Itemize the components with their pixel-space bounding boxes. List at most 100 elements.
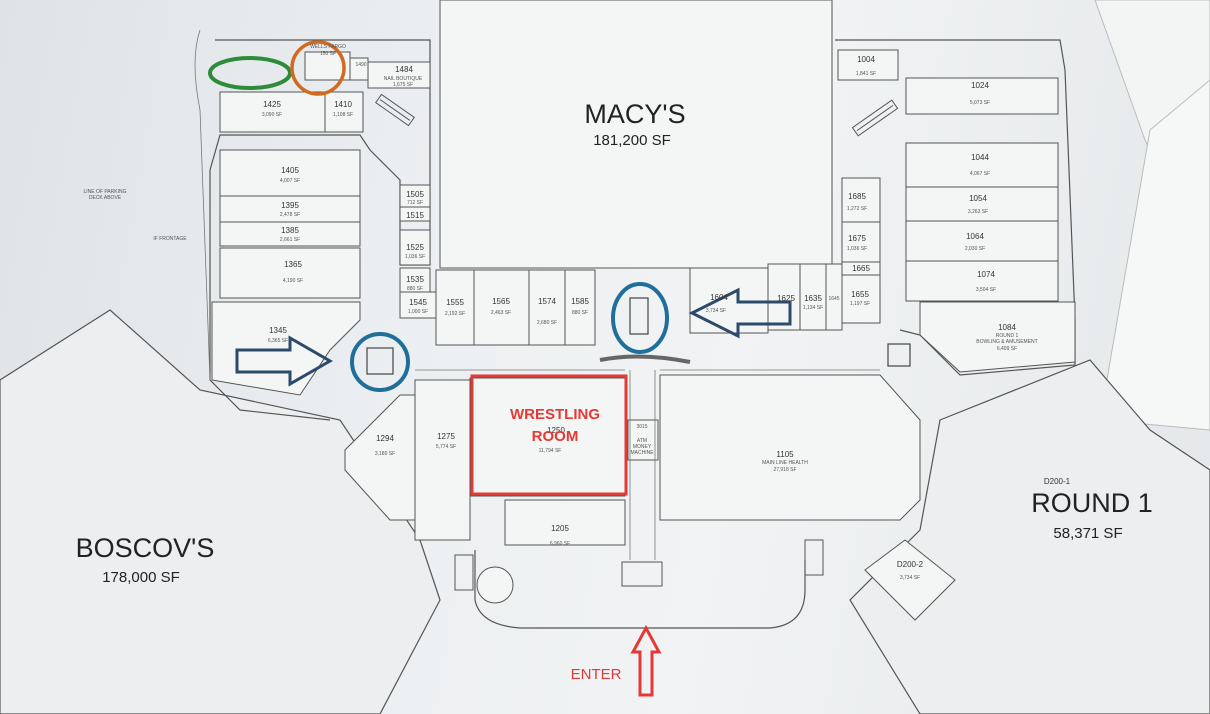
sf-1425: 3,090 SF [262,112,282,118]
sf-1505: 712 SF [407,200,423,206]
store-1625 [767,263,801,331]
sf-1275: 5,774 SF [436,444,456,450]
store-1484 [367,61,431,89]
sf-1685: 1,272 SF [847,206,867,212]
sf-1585: 880 SF [572,310,588,316]
store-1250 [469,377,626,497]
store-1004 [837,49,899,81]
unit-1054: 1054 [969,194,987,203]
unit-1635: 1635 [804,294,822,303]
store-d200-2 [864,539,956,621]
store-1084 [919,301,1076,373]
unit-1294: 1294 [376,434,394,443]
blue-circle-center [611,282,669,354]
store-1655 [841,274,881,324]
sf-1410: 1,108 SF [333,112,353,118]
green-highlight [208,56,292,90]
store-1024 [905,77,1059,115]
unit-1345: 1345 [269,326,287,335]
center-arc [599,354,691,364]
left-wing-outline [209,39,431,421]
sf-1535: 880 SF [407,286,423,292]
boscovs-name: BOSCOV'S [76,533,215,563]
macys-name: MACY'S [584,99,685,129]
store-1585 [564,269,596,346]
sf-1205: 6,960 SF [550,541,570,547]
round1-sf: 58,371 SF [1053,525,1122,542]
sf-1565: 2,463 SF [491,310,511,316]
escalator-left [375,93,415,127]
store-1054 [905,186,1059,222]
store-1205 [504,499,626,546]
sf-1294: 3,180 SF [375,451,395,457]
unit-1004: 1004 [857,55,875,64]
parking-line1: LINE OF PARKING [84,189,127,195]
arrow-left-icon [688,287,792,339]
store-1685 [841,177,881,223]
store-1675 [841,221,881,263]
store-1405 [219,149,361,197]
left-wing-edge [194,29,211,381]
atm-line1: ATM [637,438,647,444]
d200-1-label: D200-1 [1044,477,1071,486]
main-line-sf: 27,918 SF [773,467,796,473]
sf-1405: 4,007 SF [280,178,300,184]
store-1555 [435,269,475,346]
sf-1655: 1,197 SF [850,301,870,307]
entrance-doors [621,561,663,587]
unit-1064: 1064 [966,232,984,241]
main-line-health: MAIN LINE HEALTH [762,460,808,466]
bowling-line2: BOWLING & AMUSEMENT [976,339,1037,345]
store-1044 [905,142,1059,188]
unit-1515: 1515 [406,211,424,220]
wells-fargo-label: WELLS FARGO [310,44,346,50]
sf-1074: 3,504 SF [976,287,996,293]
unit-1484: 1484 [395,65,413,74]
stair-right [804,539,824,576]
sf-1365: 4,190 SF [283,278,303,284]
store-1565 [473,269,530,346]
unit-1525: 1525 [406,243,424,252]
d200-2-sf: 3,734 SF [900,575,920,581]
store-1395 [219,195,361,223]
arrow-right-icon [235,335,334,387]
unit-1625: 1625 [777,294,795,303]
sf-1545: 1,000 SF [408,309,428,315]
store-1410 [324,91,364,133]
enter-label: ENTER [571,666,622,683]
store-3015 [627,419,659,461]
sf-1345: 6,365 SF [268,338,288,344]
macys-store [439,0,833,269]
unit-1250: 1250 [547,426,565,435]
atm-line2: MONEY [633,444,652,450]
sf-1675: 1,036 SF [847,246,867,252]
unit-1405: 1405 [281,166,299,175]
unit-1425: 1425 [263,100,281,109]
unit-1410: 1410 [334,100,352,109]
sf-1555: 2,192 SF [445,311,465,317]
blue-circle-left [350,332,410,392]
unit-1084: 1084 [998,323,1016,332]
wrestling-room-highlight [470,374,628,496]
store-1425 [219,91,326,133]
unit-1604: 1604 [710,293,728,302]
unit-1685: 1685 [848,192,866,201]
unit-3015: 3015 [636,424,647,430]
store-1074 [905,260,1059,302]
unit-1675: 1675 [848,234,866,243]
store-1490 [349,57,369,81]
store-1105 [659,374,921,521]
store-1365 [219,247,361,299]
escalator-right [851,99,899,137]
boscovs-sf: 178,000 SF [102,569,180,586]
sf-1054: 3,263 SF [968,209,988,215]
court-center-square [629,297,649,335]
bowling-line1: ROUND 1 [996,333,1019,339]
unit-1205: 1205 [551,524,569,533]
unit-1505: 1505 [406,190,424,199]
unit-1074: 1074 [977,270,995,279]
sf-1525: 1,036 SF [405,254,425,260]
store-1535 [399,267,431,293]
